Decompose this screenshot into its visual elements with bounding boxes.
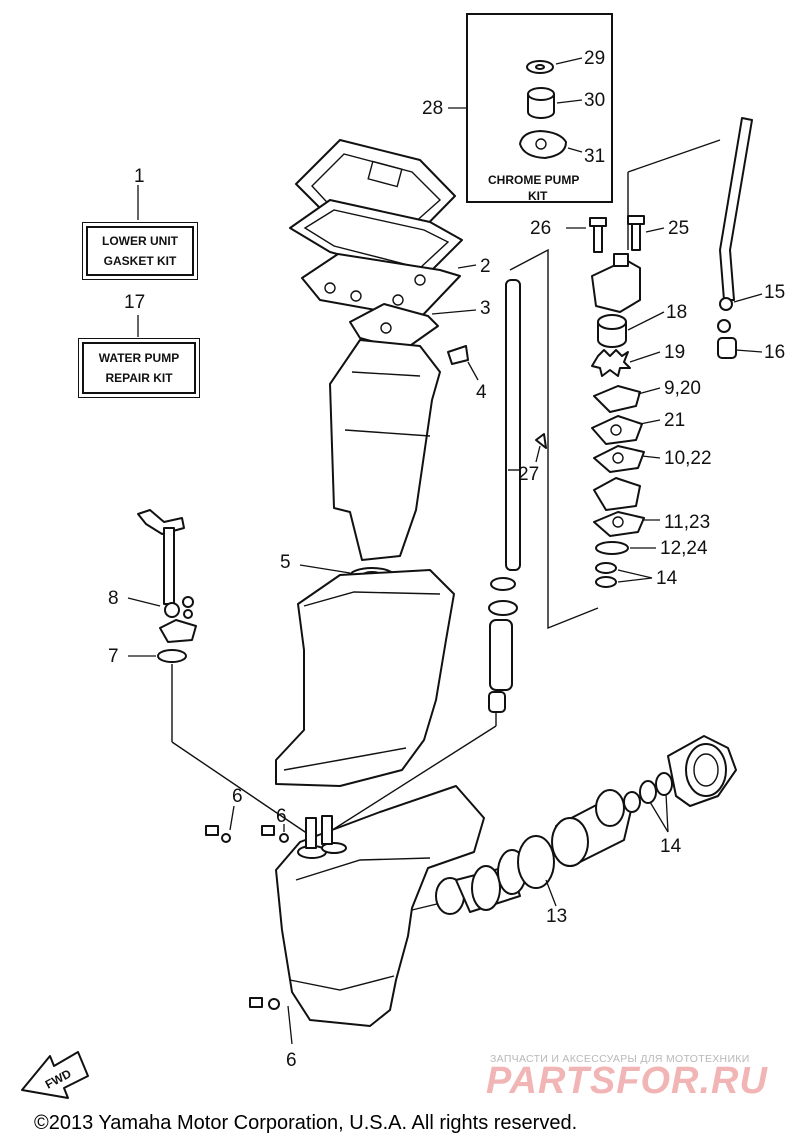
callout-2: 2 — [480, 256, 491, 277]
part-shift-rod — [163, 527, 175, 605]
part-oring-13 — [517, 835, 555, 889]
chrome-pump-kit-line2: KIT — [528, 189, 548, 203]
callout-16: 16 — [764, 342, 785, 363]
callout-31: 31 — [584, 146, 605, 167]
watermark-logo: PARTSFOR.RU — [486, 1060, 768, 1102]
part-oring-12-24 — [595, 541, 629, 555]
callout-4: 4 — [476, 382, 487, 403]
callout-9-20: 9,20 — [664, 378, 701, 399]
part-gasket-9-20 — [593, 385, 641, 413]
part-gasket-11-23 — [593, 511, 645, 537]
callout-14-upper: 14 — [656, 568, 678, 589]
part-gasket-2 — [301, 253, 461, 319]
part-oil-seal-14b — [639, 780, 657, 804]
part-pump-housing-31 — [519, 130, 567, 159]
lower-unit-gasket-kit-label: LOWER UNIT GASKET KIT — [82, 222, 198, 280]
callout-6b: 6 — [276, 806, 287, 827]
part-water-tube — [719, 117, 753, 301]
part-oring-7 — [157, 649, 187, 663]
callout-15: 15 — [764, 282, 785, 303]
callout-19: 19 — [664, 342, 685, 363]
callout-12-24: 12,24 — [660, 538, 708, 559]
callout-6a: 6 — [232, 786, 243, 807]
water-pump-kit-line2: REPAIR KIT — [105, 371, 173, 385]
part-gasket-10-22 — [593, 445, 645, 473]
watermark-tagline: ЗАПЧАСТИ И АКСЕССУАРЫ ДЛЯ МОТОТЕХНИКИ — [490, 1053, 750, 1065]
part-plate-21 — [591, 415, 643, 445]
callout-10-22: 10,22 — [664, 448, 712, 469]
part-upper-casing — [329, 339, 441, 561]
callout-13: 13 — [546, 906, 567, 927]
lower-unit-kit-line1: LOWER UNIT — [102, 234, 178, 248]
callout-21: 21 — [664, 410, 685, 431]
part-drive-shaft-housing — [275, 569, 455, 787]
callout-7: 7 — [108, 646, 119, 667]
part-clip-4 — [447, 345, 469, 365]
part-drive-shaft — [505, 279, 521, 571]
part-oil-seal-14a — [595, 562, 617, 574]
callout-1: 1 — [134, 166, 145, 187]
part-gasket-plate-2nd — [289, 199, 463, 279]
part-pump-housing — [591, 259, 641, 313]
callout-11-23: 11,23 — [664, 512, 710, 533]
callout-30: 30 — [584, 90, 605, 111]
callout-29: 29 — [584, 48, 605, 69]
part-bushing-8 — [164, 602, 180, 618]
callout-5: 5 — [280, 552, 291, 573]
callout-8: 8 — [108, 588, 119, 609]
chrome-pump-kit-line1: CHROME PUMP — [488, 173, 579, 187]
part-impeller-19 — [591, 349, 631, 377]
part-screw-6a — [205, 825, 219, 836]
water-pump-kit-line1: WATER PUMP — [98, 351, 180, 365]
part-gasket-3 — [349, 303, 439, 351]
callout-3: 3 — [480, 298, 491, 319]
copyright-text: ©2013 Yamaha Motor Corporation, U.S.A. A… — [34, 1112, 578, 1134]
callout-28: 28 — [422, 98, 443, 119]
callout-6c: 6 — [286, 1050, 297, 1071]
water-pump-repair-kit-label: WATER PUMP REPAIR KIT — [78, 338, 200, 398]
callout-27: 27 — [518, 464, 539, 485]
callout-26: 26 — [530, 218, 551, 239]
callout-25: 25 — [668, 218, 689, 239]
part-shift-lever — [137, 509, 185, 535]
part-screw-6c — [249, 997, 263, 1008]
fwd-arrow — [21, 1051, 89, 1099]
part-pump-base — [593, 477, 641, 511]
callout-18: 18 — [666, 302, 687, 323]
callout-14-lower: 14 — [660, 836, 682, 857]
lower-unit-kit-line2: GASKET KIT — [103, 254, 177, 268]
callout-17: 17 — [124, 292, 145, 313]
part-shift-rod-housing — [159, 619, 197, 643]
part-screw-6b — [261, 825, 275, 836]
